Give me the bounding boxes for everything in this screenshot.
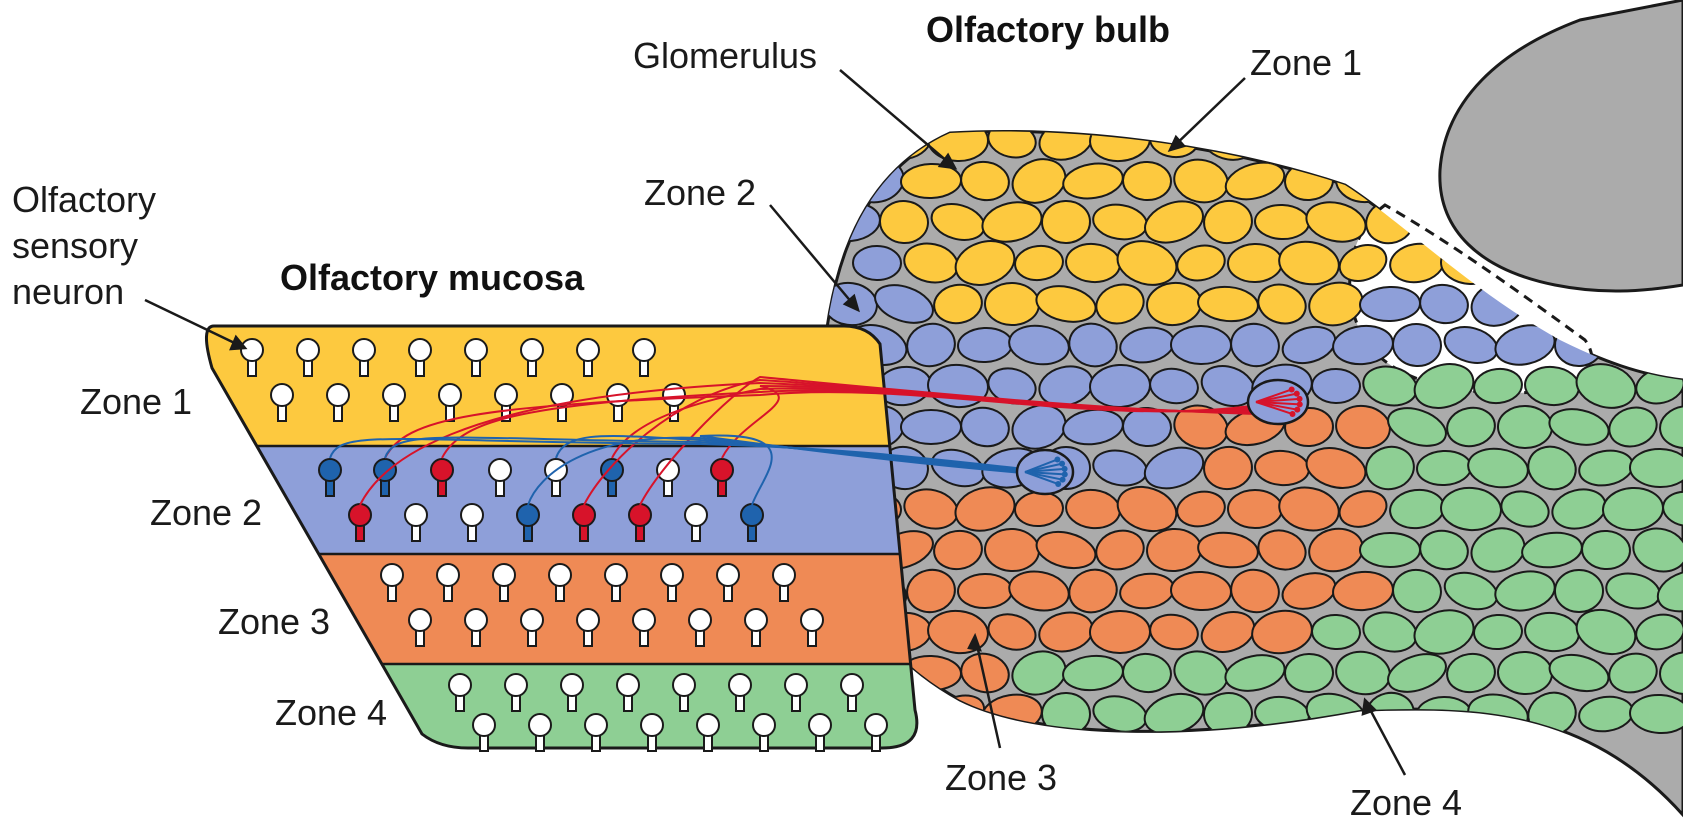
bulb-zone4-label: Zone 4 (1350, 782, 1462, 820)
mucosa-zone2-label: Zone 2 (150, 492, 262, 533)
glomerulus (1248, 113, 1315, 167)
glomerulus (1360, 117, 1420, 164)
glomerulus (1041, 200, 1090, 244)
glomerulus-label: Glomerulus (633, 35, 817, 76)
glomerulus (958, 574, 1013, 609)
glomerulus (1090, 610, 1151, 653)
glomerulus (1360, 533, 1420, 567)
glomerulus (822, 116, 879, 164)
sensory-neuron-label-line2: sensory (12, 225, 138, 266)
bulb-zone1-leader (1170, 78, 1245, 150)
glomerulus-leader (840, 70, 955, 168)
olfactory-bulb-title: Olfactory bulb (926, 9, 1170, 50)
glomerulus (901, 410, 961, 444)
glomerulus (1604, 324, 1663, 366)
glomerulus (927, 118, 988, 162)
mucosa-zone4-label: Zone 4 (275, 692, 387, 733)
glomerulus (1254, 204, 1309, 240)
bulb-zone3-label: Zone 3 (945, 757, 1057, 798)
glomerulus (853, 246, 902, 281)
target-glomerulus (1248, 380, 1308, 424)
bulb-zone1-label: Zone 1 (1250, 42, 1362, 83)
bulb-zone2-label: Zone 2 (644, 172, 756, 213)
glomerulus (1171, 325, 1232, 364)
glomerulus (1652, 317, 1683, 373)
brain-tissue (1440, 0, 1683, 291)
mucosa-zone3-label: Zone 3 (218, 601, 330, 642)
olfactory-mucosa-title: Olfactory mucosa (280, 257, 585, 298)
glomerulus (1498, 406, 1553, 449)
glomerulus (1122, 161, 1171, 201)
glomerulus (1228, 490, 1282, 528)
glomerulus (1417, 697, 1472, 732)
glomerulus (1555, 570, 1603, 612)
glomerulus (1312, 123, 1361, 158)
sensory-neuron-leader (145, 300, 245, 348)
glomerulus (1285, 654, 1334, 693)
mucosa-zone1-label: Zone 1 (80, 381, 192, 422)
sensory-neuron-label-line1: Olfactory (12, 179, 156, 220)
sensory-neuron-label-line3: neuron (12, 271, 124, 312)
glomerulus (1630, 448, 1683, 487)
target-glomerulus (1017, 450, 1073, 494)
glomerulus (1312, 369, 1361, 404)
glomerulus (985, 283, 1040, 326)
glomerulus (1227, 243, 1282, 283)
